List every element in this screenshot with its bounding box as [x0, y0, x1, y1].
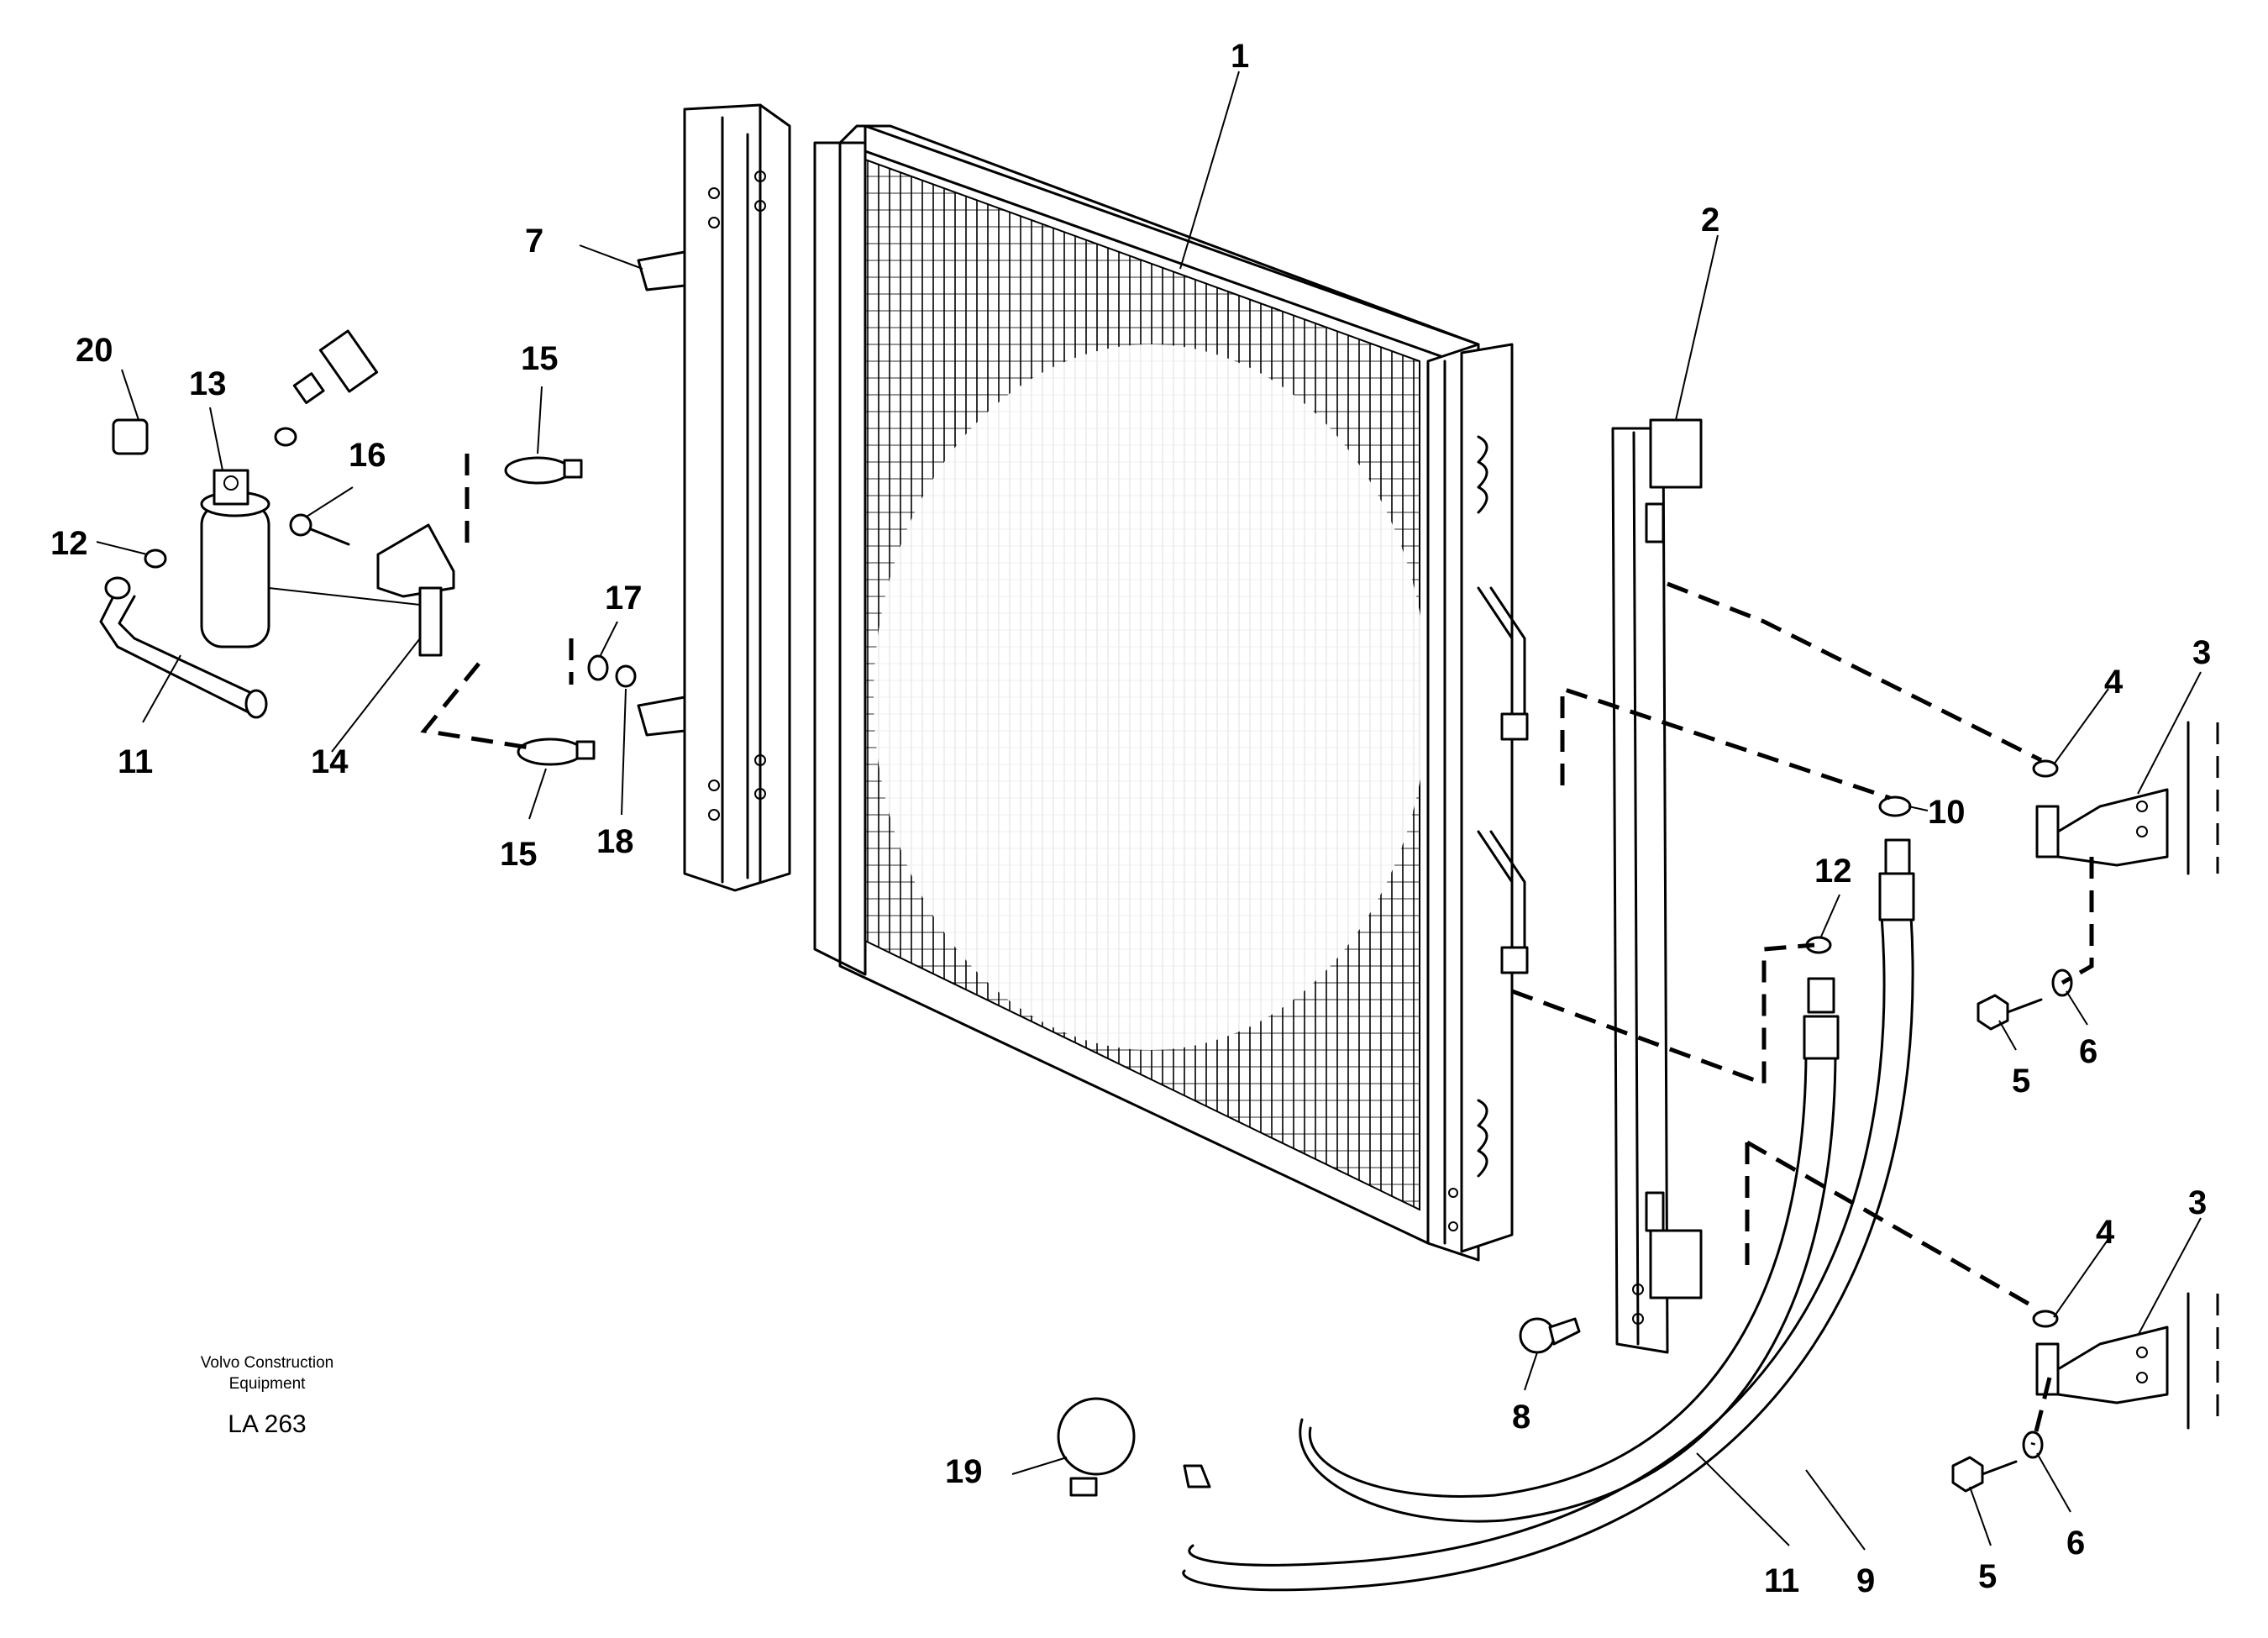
callout-3-lower: 3	[2188, 1184, 2207, 1221]
hose-clamp-15-upper	[504, 456, 583, 485]
callout-4-upper: 4	[2104, 664, 2124, 701]
callout-11-right: 11	[1764, 1562, 1799, 1599]
mounting-bracket-lower	[2035, 1292, 2219, 1430]
callout-5-upper: 5	[2012, 1063, 2030, 1100]
callout-12-left: 12	[50, 525, 88, 562]
bolt-5-upper	[1977, 994, 2043, 1031]
callout-19: 19	[945, 1453, 983, 1490]
callout-13: 13	[189, 365, 227, 402]
caption-line2: Equipment	[229, 1375, 307, 1393]
washer-17	[587, 654, 609, 681]
o-ring-10	[1878, 795, 1912, 817]
cap-20	[112, 418, 149, 455]
callout-7: 7	[525, 223, 543, 260]
hose-11-left	[99, 549, 268, 719]
callout-20: 20	[76, 332, 113, 369]
callout-15-upper: 15	[521, 340, 559, 377]
hose-9	[1182, 838, 1915, 1592]
callout-15-lower: 15	[500, 836, 538, 873]
callout-17: 17	[605, 580, 643, 617]
drawing-code: LA 263	[228, 1410, 306, 1438]
bolt-5-lower	[1951, 1456, 2018, 1493]
receiver-drier	[200, 469, 270, 648]
washer-4-lower	[2032, 1310, 2059, 1328]
callout-9: 9	[1856, 1562, 1875, 1599]
washer-4-upper	[2032, 759, 2059, 778]
callout-12-right: 12	[1814, 853, 1852, 890]
callout-1: 1	[1231, 38, 1249, 75]
fitting-pipe-top	[274, 329, 379, 447]
callout-6-lower: 6	[2066, 1525, 2085, 1562]
right-bracket	[1611, 418, 1703, 1354]
bracket-14	[376, 523, 455, 657]
mounting-bracket-upper	[2035, 721, 2219, 875]
callout-14: 14	[311, 743, 349, 780]
callout-10: 10	[1928, 794, 1966, 831]
left-rail	[637, 103, 791, 892]
callout-18: 18	[596, 823, 634, 860]
condenser	[813, 124, 1529, 1262]
callout-16: 16	[349, 437, 386, 474]
callout-6-upper: 6	[2079, 1033, 2097, 1070]
caption-line1: Volvo Construction	[201, 1354, 333, 1372]
hose-clamp-15-lower	[517, 738, 596, 766]
screw-16	[289, 513, 350, 546]
nut-18	[615, 664, 637, 688]
bolt-8	[1519, 1317, 1581, 1354]
callout-2: 2	[1701, 202, 1719, 239]
callout-11-left: 11	[118, 743, 153, 780]
callout-8: 8	[1512, 1399, 1530, 1436]
leader-lines	[96, 71, 2202, 1551]
cable-tie-19	[1057, 1397, 1136, 1497]
callout-4-lower: 4	[2096, 1214, 2115, 1251]
callout-5-lower: 5	[1978, 1558, 1997, 1595]
hose-11	[1299, 977, 1840, 1523]
assembly-lines	[420, 454, 2094, 1446]
callout-3-upper: 3	[2192, 634, 2211, 671]
